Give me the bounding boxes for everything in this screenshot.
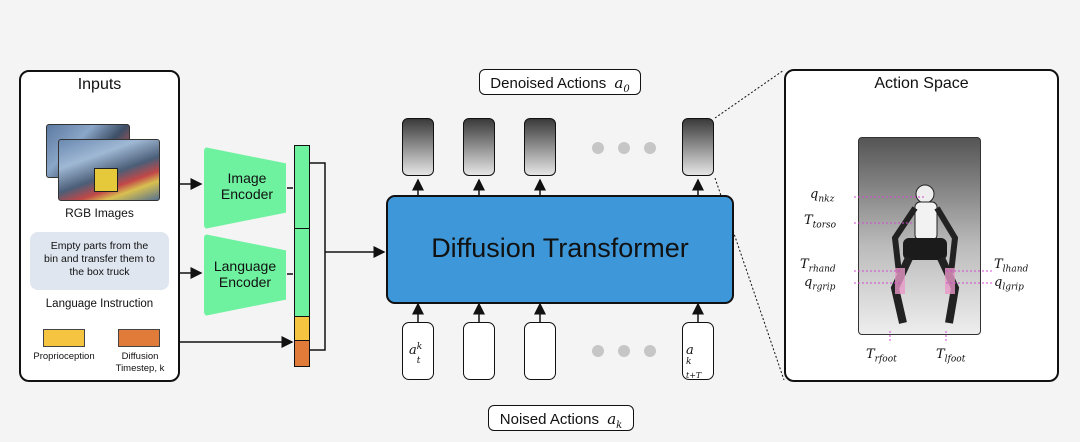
noised-ellipsis-dot bbox=[618, 345, 630, 357]
label-t-rfoot-sub: rfoot bbox=[874, 354, 897, 365]
label-t-rfoot-base: T bbox=[866, 347, 875, 362]
label-t-rhand-sub: rhand bbox=[808, 264, 836, 275]
action-space-title: Action Space bbox=[874, 75, 969, 92]
diffusion-transformer-label: Diffusion Transformer bbox=[431, 233, 689, 263]
token-language bbox=[294, 229, 310, 317]
rgb-image-truck bbox=[94, 168, 118, 192]
label-t-lfoot-sub: lfoot bbox=[944, 354, 966, 365]
label-q-lgrip-base: q bbox=[994, 275, 1003, 290]
denoised-actions-label-box: Denoised Actions a0 bbox=[479, 69, 641, 95]
denoised-action-robot-4 bbox=[682, 118, 714, 176]
label-q-rgrip: qrgrip bbox=[804, 275, 835, 293]
language-instruction-label: Language Instruction bbox=[45, 298, 154, 310]
label-q-nkz-sub: nkz bbox=[818, 194, 835, 205]
noised-token-4-base: a bbox=[686, 343, 694, 358]
image-encoder bbox=[204, 147, 286, 229]
noised-token-1-sup: k bbox=[416, 342, 423, 352]
action-space-panel: Action Space qnkz Ttors bbox=[784, 69, 1059, 382]
noised-symbol: a bbox=[607, 410, 617, 428]
token-timestep bbox=[294, 341, 310, 367]
denoised-ellipsis-dot bbox=[644, 142, 656, 154]
label-q-lgrip-sub: lgrip bbox=[1002, 282, 1024, 293]
noised-token-1-base: a bbox=[409, 343, 417, 358]
noised-token-3 bbox=[524, 322, 556, 380]
label-t-rhand-base: T bbox=[800, 257, 809, 272]
token-stack bbox=[294, 145, 310, 367]
label-t-lhand-sub: lhand bbox=[1002, 264, 1029, 275]
denoised-ellipsis-dot bbox=[592, 142, 604, 154]
denoised-action-robot-1 bbox=[402, 118, 434, 176]
noised-ellipsis-dot bbox=[592, 345, 604, 357]
denoised-ellipsis-dot bbox=[618, 142, 630, 154]
label-t-lfoot-base: T bbox=[936, 347, 945, 362]
instruction-box: Empty parts from the bin and transfer th… bbox=[30, 232, 169, 290]
noised-token-2 bbox=[463, 322, 495, 380]
token-image bbox=[294, 145, 310, 229]
label-q-nkz-base: q bbox=[810, 187, 819, 202]
label-t-rhand: Trhand bbox=[800, 257, 836, 275]
timestep-swatch bbox=[118, 329, 160, 347]
noised-actions-label-box: Noised Actions ak bbox=[488, 405, 634, 431]
proprio-label: Proprioception bbox=[33, 351, 95, 362]
rgb-images-label: RGB Images bbox=[65, 206, 134, 220]
image-encoder-label: Image Encoder bbox=[220, 170, 274, 202]
label-q-rgrip-base: q bbox=[804, 275, 813, 290]
inputs-panel: Inputs RGB Images Empty parts from the b… bbox=[19, 70, 180, 382]
proprio-swatch bbox=[43, 329, 85, 347]
noised-token-1-sub: t bbox=[416, 356, 421, 366]
label-t-rfoot: Trfoot bbox=[866, 347, 897, 365]
noised-actions-text: Noised Actions bbox=[499, 411, 600, 428]
timestep-label: Diffusion Timestep, k bbox=[107, 351, 173, 375]
robot-image bbox=[858, 137, 981, 335]
label-t-torso-base: T bbox=[804, 213, 813, 228]
label-q-nkz: qnkz bbox=[810, 187, 834, 205]
label-t-torso-sub: torso bbox=[812, 220, 837, 231]
label-q-rgrip-sub: rgrip bbox=[812, 282, 836, 293]
robot-figure bbox=[890, 184, 960, 324]
rgb-image-front bbox=[58, 139, 160, 201]
noised-subscript: k bbox=[616, 420, 623, 431]
label-t-lhand-base: T bbox=[994, 257, 1003, 272]
denoised-action-robot-3 bbox=[524, 118, 556, 176]
denoised-actions-label: Denoised Actions a0 bbox=[480, 74, 640, 95]
noised-ellipsis-dot bbox=[644, 345, 656, 357]
denoised-actions-text: Denoised Actions bbox=[490, 75, 607, 92]
label-t-torso: Ttorso bbox=[804, 213, 836, 231]
instruction-text: Empty parts from the bin and transfer th… bbox=[44, 240, 155, 278]
token-proprio bbox=[294, 317, 310, 341]
noised-token-4-sub: t+T bbox=[686, 371, 702, 380]
action-space-guides bbox=[854, 196, 992, 343]
timestep-label-text: Diffusion Timestep, k bbox=[115, 351, 165, 374]
language-encoder-label: Language Encoder bbox=[213, 258, 277, 290]
inputs-title: Inputs bbox=[77, 76, 122, 93]
label-t-lhand: Tlhand bbox=[994, 257, 1028, 275]
diffusion-transformer: Diffusion Transformer bbox=[386, 195, 734, 304]
noised-actions-label: Noised Actions ak bbox=[489, 410, 633, 431]
label-t-lfoot: Tlfoot bbox=[936, 347, 965, 365]
denoised-symbol: a bbox=[614, 74, 624, 92]
noised-token-4-sup: k bbox=[686, 357, 692, 367]
denoised-subscript: 0 bbox=[623, 84, 630, 95]
denoised-action-robot-2 bbox=[463, 118, 495, 176]
label-q-lgrip: qlgrip bbox=[994, 275, 1024, 293]
